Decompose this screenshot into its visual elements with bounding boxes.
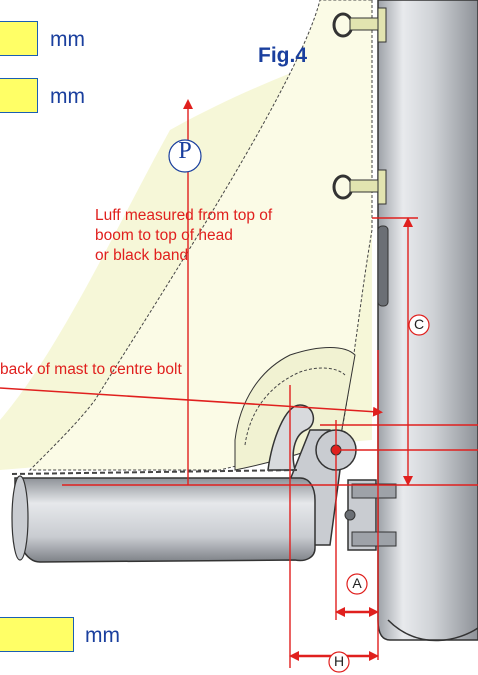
h-circle: [328, 651, 350, 673]
a-circle: [346, 573, 368, 595]
luff-note: Luff measured from top of boom to top of…: [95, 206, 272, 266]
sail: [28, 0, 373, 471]
c-label: C: [413, 316, 425, 332]
luff-note-line-2: boom to top of head: [95, 227, 233, 244]
luff-note-line-1: Luff measured from top of: [95, 207, 273, 224]
black-band: [377, 225, 389, 307]
input-box-top-2[interactable]: [0, 78, 38, 113]
back-of-mast-note: back of mast to centre bolt: [0, 361, 182, 378]
back-of-mast-arrow: [0, 387, 383, 417]
luff-slide-middle: [332, 169, 387, 205]
unit-label-top-1: mm: [50, 28, 85, 51]
p-label: P: [178, 138, 192, 164]
h-label: H: [333, 653, 345, 669]
boom: [11, 469, 316, 563]
a-label: A: [352, 575, 362, 591]
c-circle: [408, 314, 430, 336]
luff-slide-top: [332, 7, 387, 43]
unit-label-bottom: mm: [85, 624, 120, 647]
input-box-bottom[interactable]: [0, 617, 74, 652]
figure-title: Fig.4: [258, 44, 308, 67]
input-box-top-1[interactable]: [0, 21, 38, 56]
unit-label-top-2: mm: [50, 85, 85, 108]
luff-note-line-3: or black band: [95, 247, 189, 264]
gooseneck-fitting: [267, 404, 397, 551]
p-circle: [168, 139, 202, 173]
